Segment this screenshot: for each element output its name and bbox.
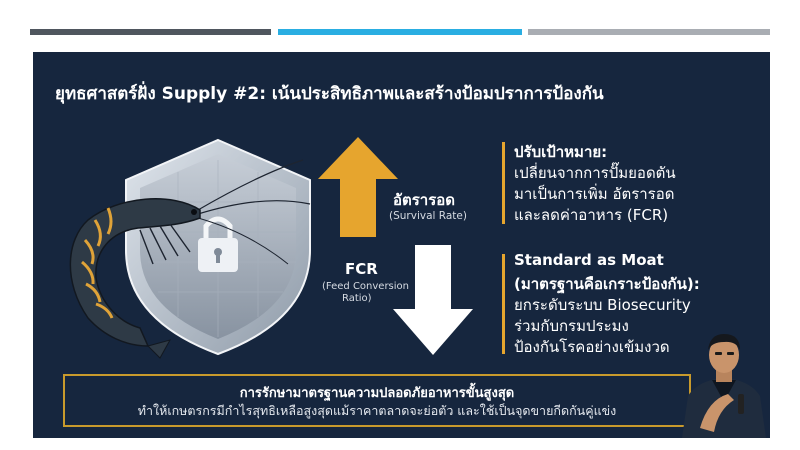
fcr-sublabel-1: (Feed Conversion (322, 281, 410, 292)
presentation-slide: ยุทธศาสตร์ฝั่ง Supply #2: เน้นประสิทธิภา… (33, 52, 770, 438)
progress-bar-right (528, 29, 770, 35)
point-2-line-2: ยกระดับระบบ Biosecurity (514, 296, 691, 314)
point-1-line-2: มาเป็นการเพิ่ม อัตรารอด (514, 185, 675, 203)
point-2-accent-bar (502, 254, 505, 354)
survival-rate-label: อัตรารอด (393, 191, 456, 209)
down-arrow-icon (393, 245, 473, 355)
point-2-heading: Standard as Moat (514, 251, 664, 269)
point-2-line-3: ร่วมกับกรมประมง (514, 317, 629, 335)
summary-line-2: ทำให้เกษตรกรมีกำไรสุทธิเหลือสูงสุดแม้ราค… (137, 403, 617, 418)
presenter-avatar (682, 334, 766, 438)
fcr-sublabel-2: Ratio) (342, 293, 372, 304)
point-1-line-1: เปลี่ยนจากการปั๊มยอดตัน (514, 164, 676, 182)
slide-title: ยุทธศาสตร์ฝั่ง Supply #2: เน้นประสิทธิภา… (55, 84, 604, 104)
point-2-line-4: ป้องกันโรคอย่างเข้มงวด (514, 338, 670, 356)
point-1-heading: ปรับเป้าหมาย: (514, 143, 608, 161)
progress-bar-left (30, 29, 271, 35)
survival-rate-sublabel: (Survival Rate) (389, 210, 467, 222)
up-arrow-icon (318, 137, 398, 237)
shrimp-icon (69, 159, 311, 359)
summary-line-1: การรักษามาตรฐานความปลอดภัยอาหารขั้นสูงสุ… (239, 386, 515, 401)
fcr-label: FCR (345, 260, 378, 278)
point-1-accent-bar (502, 142, 505, 224)
progress-bar-middle (278, 29, 522, 35)
summary-callout: การรักษามาตรฐานความปลอดภัยอาหารขั้นสูงสุ… (63, 374, 691, 427)
padlock-icon (198, 216, 238, 272)
point-1-line-3: และลดค่าอาหาร (FCR) (514, 206, 669, 224)
point-2-line-1: (มาตรฐานคือเกราะป้องกัน): (514, 275, 700, 293)
shield-illustration (69, 138, 311, 359)
